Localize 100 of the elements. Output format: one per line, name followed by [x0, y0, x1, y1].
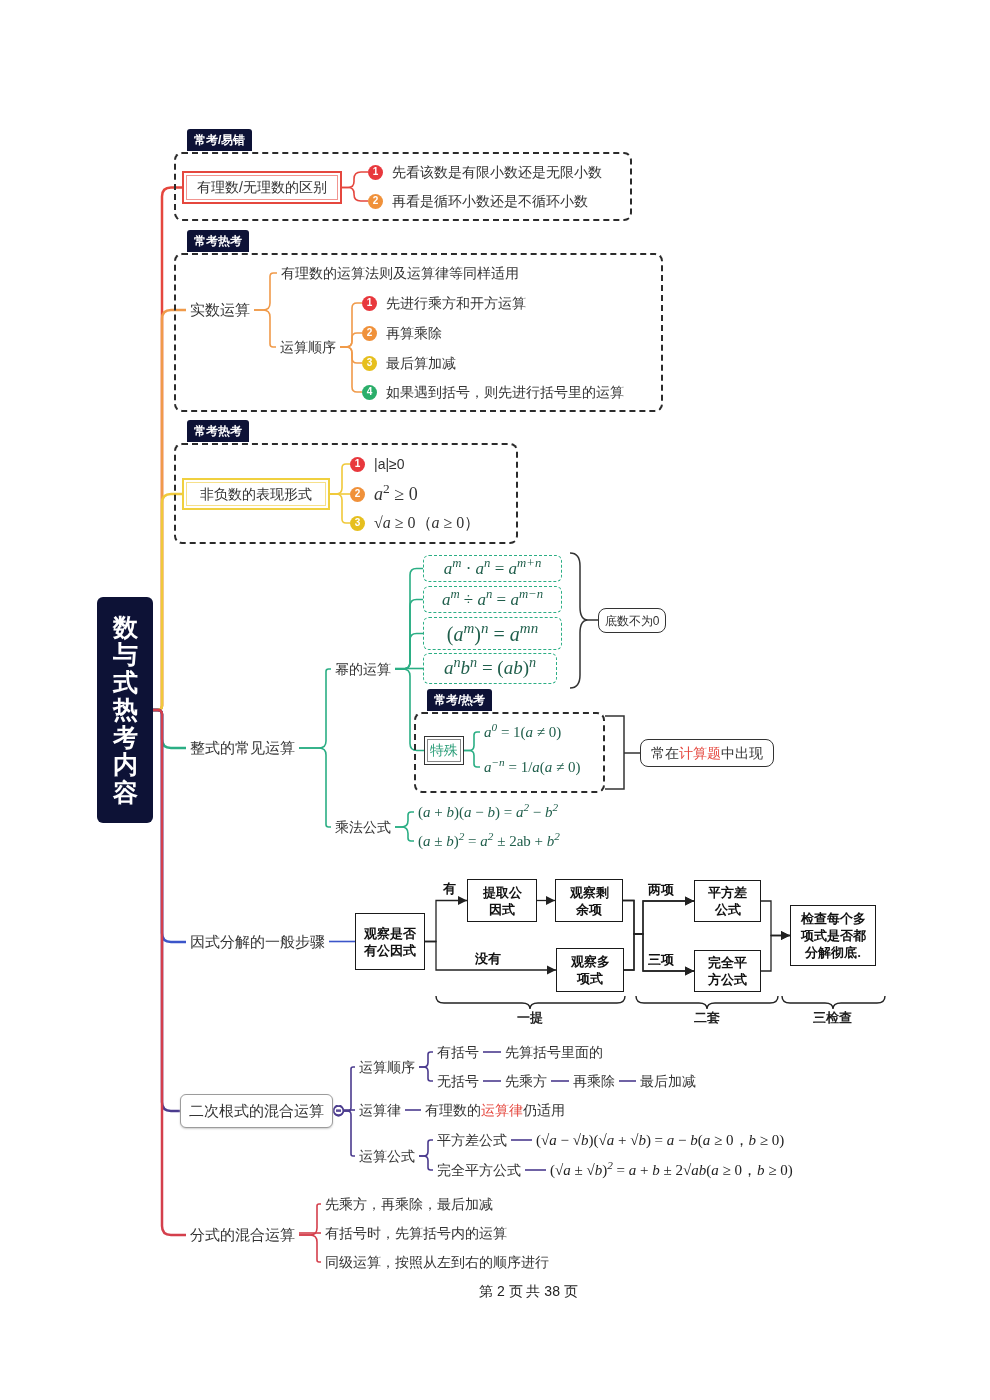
- number-badge: 4: [362, 384, 377, 400]
- formula-box: a$^{m}$ ÷ a$^{n}$ = a$^{m−n}$: [423, 586, 562, 613]
- list-item-text: 最后算加减: [386, 354, 456, 373]
- formula-box: a$^{n}$b$^{n}$ = (ab)$^{n}$: [423, 653, 557, 684]
- leaf-text: 有括号时，先算括号内的运算: [321, 1223, 511, 1243]
- arrow: [760, 930, 791, 972]
- leaf-text: 有括号: [433, 1042, 483, 1062]
- process-box: 完全平方公式: [694, 950, 761, 992]
- connector-line: [394, 826, 415, 842]
- connector-line: [418, 1066, 434, 1082]
- connector-line: [524, 1169, 547, 1171]
- connector-line: [341, 186, 369, 202]
- process-box: 观察剩余项: [555, 879, 623, 922]
- sub-branch-label: 运算律: [355, 1100, 405, 1120]
- connector-line: [332, 1105, 356, 1115]
- tag-label: 常考热考: [187, 230, 249, 252]
- connector-line: [550, 1080, 570, 1082]
- formula-text: (√a ± √b)$^{2}$ = a + b ± 2√ab(a ≥ 0，b ≥ 0): [546, 1159, 797, 1181]
- tag-label: 常考热考: [187, 420, 249, 442]
- connector-line: [394, 668, 425, 752]
- number-badge: 3: [362, 355, 377, 371]
- tag-label: 常考/易错: [187, 129, 253, 151]
- connector-line: [618, 1080, 637, 1082]
- connector-line: [298, 1232, 322, 1234]
- list-item-text: 再算乘除: [386, 324, 442, 343]
- leaf-text: 先乘方，再乘除，最后加减: [321, 1194, 497, 1214]
- connector-line: [463, 749, 481, 768]
- topic-box: 非负数的表现形式: [182, 478, 330, 510]
- leaf-text: 完全平方公式: [433, 1160, 525, 1180]
- formula-text: (√a − √b)(√a + √b) = a − b(a ≥ 0，b ≥ 0): [532, 1129, 789, 1151]
- number-badge: 2: [362, 325, 377, 341]
- process-box: 观察是否有公因式: [355, 913, 425, 970]
- leaf-text: 先算括号里面的: [501, 1042, 607, 1062]
- tag-label: 常考/热考: [427, 689, 493, 711]
- formula-text: (a + b)(a − b) = a$^{2}$ − b$^{2}$: [414, 801, 563, 823]
- list-item-text: 再看是循环小数还是不循环小数: [392, 192, 588, 211]
- branch-label: 因式分解的一般步骤: [186, 931, 329, 953]
- edge-label: 没有: [474, 951, 502, 967]
- formula-box: a$^{m}$ · a$^{n}$ = a$^{m+n}$: [423, 555, 562, 582]
- number-badge: 2: [368, 193, 383, 209]
- leaf-text: 有理数的运算律仍适用: [421, 1100, 569, 1120]
- arrow: [536, 895, 556, 906]
- number-badge: 1: [368, 164, 383, 180]
- connector-line: [152, 708, 186, 1237]
- formula-text: a$^{−n}$ = 1/a(a ≠ 0): [480, 756, 585, 778]
- connector-line: [339, 346, 363, 393]
- connector-line: [328, 940, 356, 943]
- connector-line: [482, 1080, 502, 1082]
- connector-line: [329, 493, 351, 524]
- number-badge: 3: [350, 515, 365, 531]
- sub-branch-label: 运算公式: [355, 1146, 419, 1166]
- page-number: 第 2 页 共 38 页: [479, 1282, 578, 1300]
- sub-branch-label: 运算顺序: [355, 1057, 419, 1077]
- edge-label: 有: [442, 881, 457, 897]
- connector-line: [298, 1234, 322, 1263]
- sub-branch-label: 幂的运算: [331, 659, 395, 679]
- topic-box: 二次根式的混合运算: [180, 1094, 333, 1128]
- process-box: 观察多项式: [556, 948, 624, 992]
- connector-line: [510, 1139, 533, 1141]
- list-item-text: |a|≥0: [374, 455, 405, 474]
- edge-label: 两项: [647, 882, 675, 898]
- brace-label: 二套: [694, 1010, 720, 1026]
- leaf-text: 有理数的运算法则及运算律等同样适用: [277, 263, 523, 283]
- brace-label: 一提: [517, 1010, 543, 1026]
- list-item-text: 先看该数是有限小数还是无限小数: [392, 163, 602, 182]
- leaf-text: 再乘除: [569, 1071, 619, 1091]
- branch-label: 整式的常见运算: [186, 737, 299, 759]
- sub-branch-label: 乘法公式: [331, 817, 395, 837]
- leaf-text: 无括号: [433, 1071, 483, 1091]
- formula-box: (a$^{m}$)$^{n}$ = a$^{mn}$: [423, 617, 562, 650]
- edge-label: 三项: [647, 952, 675, 968]
- list-item-text: 先进行乘方和开方运算: [386, 294, 526, 313]
- title-banner: 数与式热考内容: [97, 597, 153, 823]
- process-box: 检查每个多项式是否都分解彻底.: [790, 905, 876, 966]
- sub-branch-label: 运算顺序: [276, 337, 340, 357]
- leaf-text: 平方差公式: [433, 1130, 511, 1150]
- leaf-text: 先乘方: [501, 1071, 551, 1091]
- note-box: 常在计算题中出现: [640, 739, 774, 767]
- number-badge: 1: [350, 456, 365, 472]
- formula-text: √a ≥ 0（a ≥ 0）: [374, 513, 481, 533]
- connector-line: [418, 1155, 434, 1171]
- note-box: 底数不为0: [598, 608, 666, 633]
- formula-text: a$^{2}$ ≥ 0: [374, 482, 418, 506]
- leaf-text: 同级运算，按照从左到右的顺序进行: [321, 1252, 553, 1272]
- stacked-box: 特殊: [424, 736, 464, 765]
- number-badge: 2: [350, 486, 365, 502]
- number-badge: 1: [362, 295, 377, 311]
- process-box: 平方差公式: [694, 880, 761, 922]
- list-item-text: 如果遇到括号，则先进行括号里的运算: [386, 383, 624, 402]
- process-box: 提取公因式: [467, 879, 537, 922]
- arrow: [623, 933, 695, 976]
- connector-line: [482, 1051, 502, 1053]
- formula-text: a$^{0}$ = 1(a ≠ 0): [480, 721, 566, 743]
- connector-line: [298, 747, 332, 828]
- topic-box: 有理数/无理数的区别: [182, 171, 342, 204]
- formula-text: (a ± b)$^{2}$ = a$^{2}$ ± 2ab + b$^{2}$: [414, 830, 564, 852]
- connector-line: [332, 1106, 356, 1157]
- branch-label: 实数运算: [186, 299, 254, 321]
- leaf-text: 最后加减: [636, 1071, 700, 1091]
- connector-line: [404, 1109, 422, 1111]
